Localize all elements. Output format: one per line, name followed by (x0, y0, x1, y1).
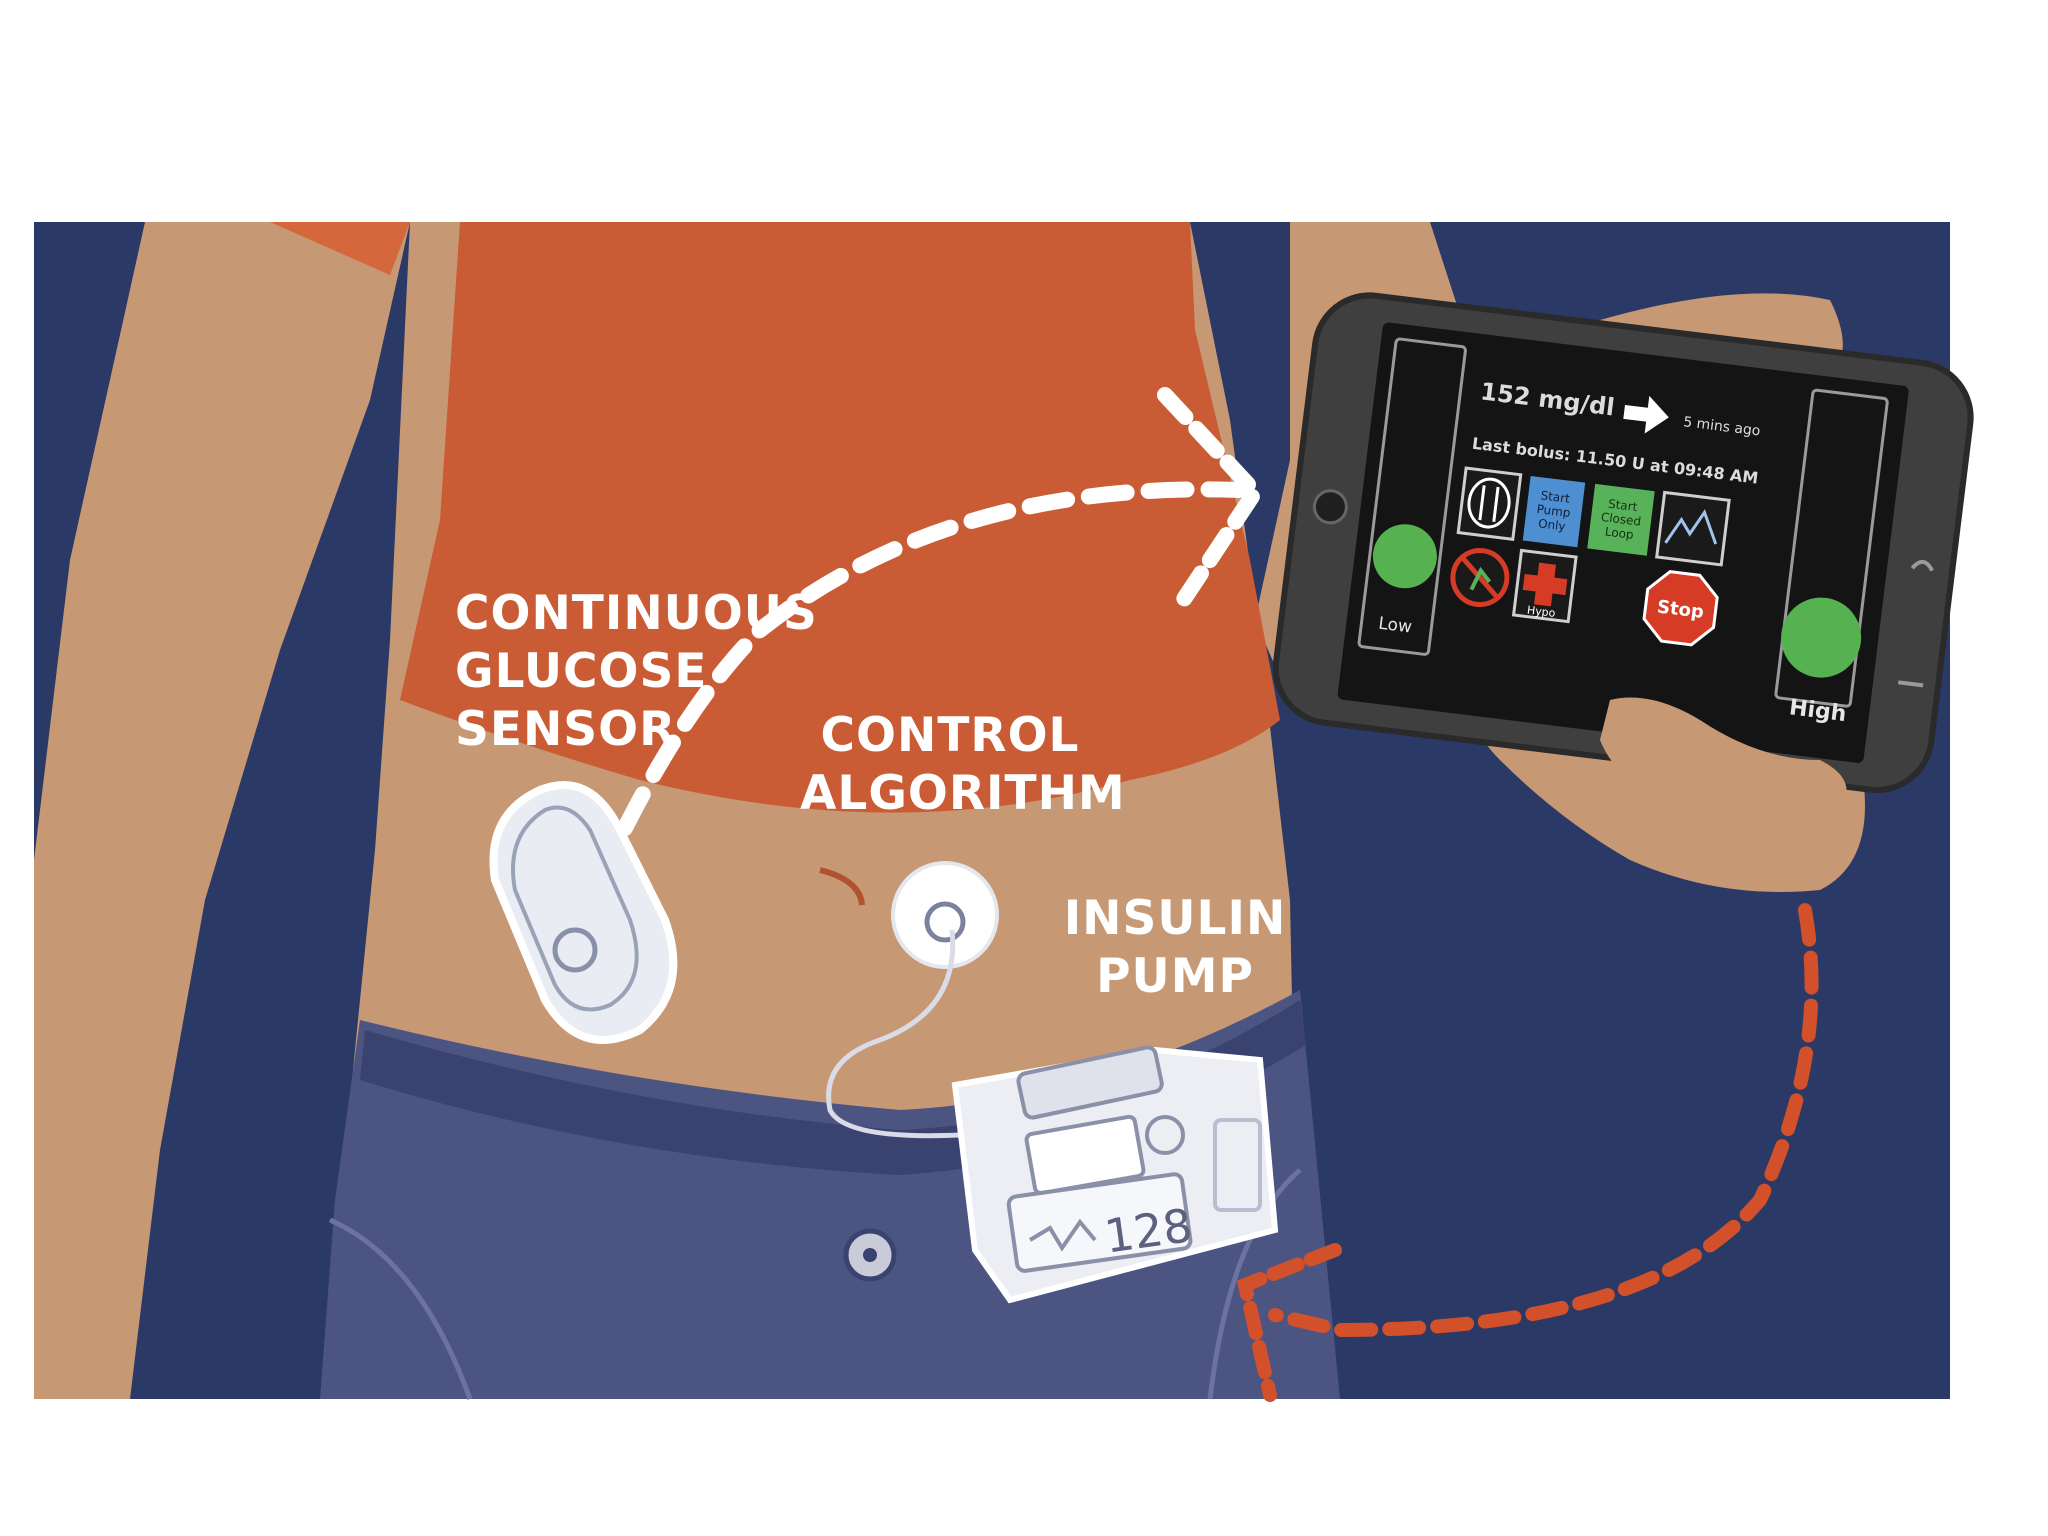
gauge-low-indicator (1372, 524, 1437, 589)
infusion-site (826, 861, 999, 1139)
plate-icon (1467, 477, 1511, 529)
start-pump-only-line2: Pump (1536, 502, 1571, 520)
label-cgm-line2: GLUCOSE (455, 644, 708, 699)
sensor-to-phone-arrow (617, 481, 1248, 836)
label-algorithm-line2: ALGORITHM (800, 766, 1126, 821)
label-algorithm-line1: CONTROL (820, 708, 1080, 763)
left-arm (34, 222, 410, 1399)
label-cgm-line1: CONTINUOUS (455, 586, 818, 641)
trend-arrow-icon (1623, 395, 1669, 434)
gauge-low-label: Low (1377, 614, 1413, 638)
graph-icon (1664, 509, 1718, 545)
arrow-head (1157, 387, 1266, 613)
glucose-sensor (489, 781, 678, 1044)
label-pump-line1: INSULIN (1063, 891, 1287, 946)
phone-to-pump-arrow (1268, 903, 1819, 1338)
insulin-pump: 128 (951, 1045, 1279, 1304)
start-closed-loop-line1: Start (1607, 497, 1638, 515)
start-closed-loop-line2: Closed (1600, 510, 1642, 529)
label-control-algorithm: CONTROL ALGORITHM (800, 707, 1126, 823)
start-pump-only-button[interactable] (1522, 475, 1586, 548)
label-pump-line2: PUMP (1096, 949, 1254, 1004)
thumb (1600, 697, 1847, 820)
cross-icon (1522, 562, 1568, 607)
cutlery-icon (1478, 485, 1500, 523)
start-pump-only-line3: Only (1537, 516, 1566, 533)
label-cgm-line3: SENSOR (455, 702, 677, 757)
orange-arrow-head (1236, 1243, 1342, 1402)
start-closed-loop-line3: Loop (1604, 525, 1634, 542)
start-closed-loop-button[interactable] (1587, 483, 1655, 556)
shirt-sleeve (270, 222, 410, 275)
shirt (400, 222, 1280, 813)
pump-display-value: 128 (1101, 1198, 1195, 1264)
label-insulin-pump: INSULIN PUMP (1050, 890, 1300, 1006)
stop-button[interactable] (1642, 569, 1720, 647)
smartphone: Low High 152 mg/dl 5 mins ago Last bolus… (1272, 292, 1974, 794)
pocket-line (328, 1168, 1302, 1400)
jeans-button-center (863, 1248, 877, 1262)
gauge-high-indicator (1781, 597, 1862, 678)
navel (819, 867, 865, 906)
hypo-label: Hypo (1526, 604, 1556, 620)
label-continuous-glucose-sensor: CONTINUOUS GLUCOSE SENSOR (455, 585, 818, 759)
start-pump-only-line1: Start (1540, 488, 1571, 506)
